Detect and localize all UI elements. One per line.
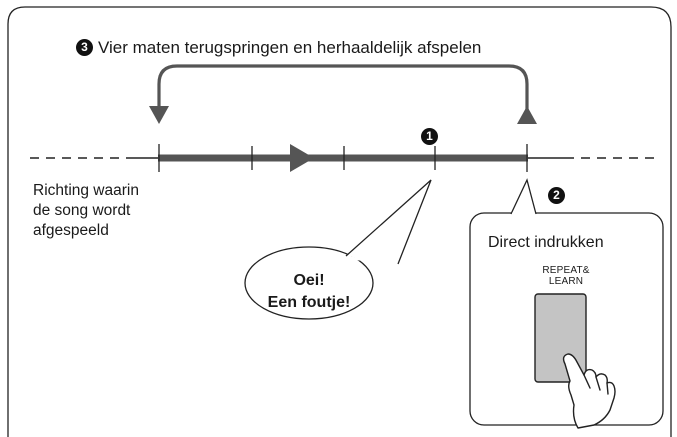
speech-bubble-text: Oei! Een foutje! <box>262 270 356 314</box>
direction-label-line: Richting waarin <box>33 182 139 199</box>
speech-bubble-shape <box>244 179 432 320</box>
press-marker-badge: 2 <box>548 187 565 204</box>
repeat-learn-label-line: REPEAT& <box>542 265 590 276</box>
step-3-badge: 3 <box>76 39 93 56</box>
measure-ticks <box>158 144 528 172</box>
play-direction-icon <box>290 144 314 172</box>
error-marker-badge: 1 <box>421 128 438 145</box>
repeat-loop <box>157 64 529 112</box>
pointing-hand-icon <box>562 353 616 429</box>
jump-back-icon <box>149 106 169 124</box>
repeat-learn-label-line: LEARN <box>548 276 584 287</box>
direction-label-line: afgespeeld <box>33 222 109 239</box>
bubble-line: Oei! <box>293 272 325 289</box>
press-panel-pointer <box>510 178 537 215</box>
step-3-caption: Vier maten terugspringen en herhaaldelij… <box>98 38 482 57</box>
direction-label-line: de song wordt <box>33 202 131 219</box>
repeat-learn-label: REPEAT& LEARN <box>528 265 604 287</box>
direction-label: Richting waarin de song wordt afgespeeld <box>33 181 173 241</box>
jump-up-icon <box>517 106 537 124</box>
outer-frame <box>7 6 672 437</box>
press-instruction: Direct indrukken <box>488 234 604 251</box>
bubble-line: Een foutje! <box>267 294 351 311</box>
